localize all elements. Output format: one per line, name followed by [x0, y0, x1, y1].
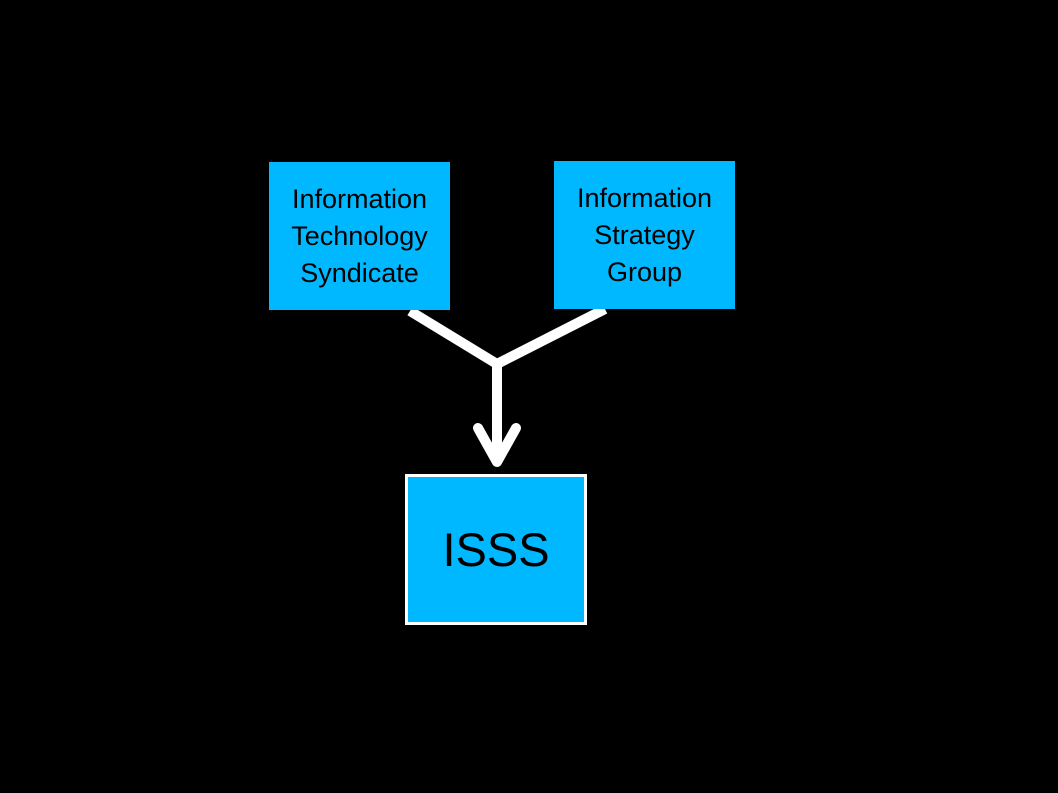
- connector-left-branch: [407, 306, 500, 369]
- node-information-strategy-group: Information Strategy Group: [554, 161, 735, 309]
- node-label: Information Technology Syndicate: [291, 183, 428, 288]
- node-information-technology-syndicate: Information Technology Syndicate: [269, 162, 450, 310]
- connector-right-branch: [494, 304, 608, 369]
- node-label: ISSS: [442, 522, 550, 576]
- node-label: Information Strategy Group: [576, 182, 713, 287]
- node-isss: ISSS: [405, 474, 587, 625]
- arrowhead: [473, 423, 521, 467]
